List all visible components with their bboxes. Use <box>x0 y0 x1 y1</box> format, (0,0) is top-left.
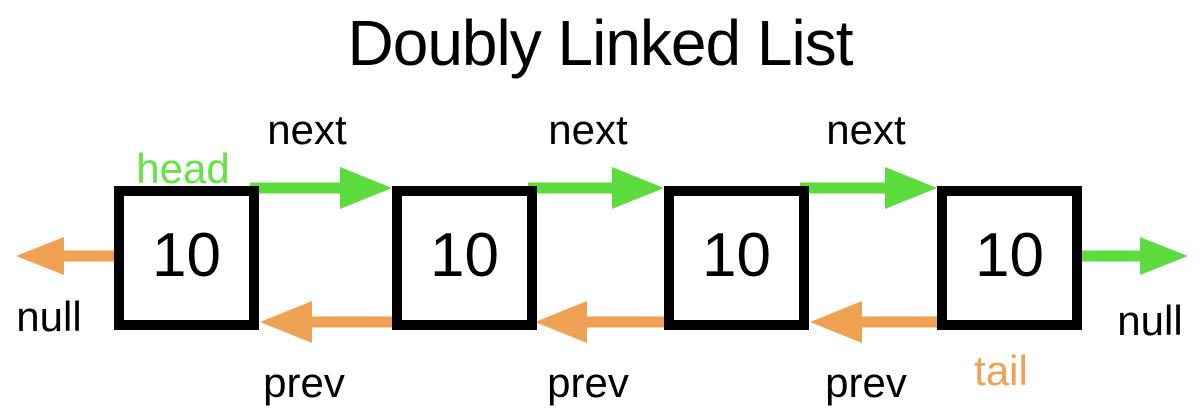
prev-arrow-head <box>260 301 312 343</box>
prev-arrow-head <box>535 301 587 343</box>
prev-label-3: prev <box>825 359 907 406</box>
null-prev-arrow-head <box>16 237 64 275</box>
prev-label-1: prev <box>263 359 345 406</box>
node-value: 10 <box>975 221 1044 290</box>
null-label-left: null <box>16 293 82 340</box>
list-node-4: 10 <box>937 186 1082 330</box>
node-value: 10 <box>702 221 771 290</box>
head-pointer-label: head <box>136 145 230 192</box>
next-arrow-head <box>612 167 664 209</box>
next-arrow-head <box>885 167 937 209</box>
tail-pointer-label: tail <box>974 347 1028 394</box>
diagram-title: Doubly Linked List <box>347 7 854 79</box>
list-node-3: 10 <box>664 186 809 330</box>
node-value: 10 <box>430 221 499 290</box>
null-label-right: null <box>1117 297 1183 344</box>
next-label-3: next <box>826 106 906 153</box>
prev-label-2: prev <box>547 359 629 406</box>
next-label-2: next <box>548 106 628 153</box>
list-node-1: 10 <box>114 186 259 330</box>
list-node-2: 10 <box>392 186 537 330</box>
null-next-arrow-head <box>1140 237 1188 275</box>
node-value: 10 <box>152 221 221 290</box>
prev-arrow-head <box>810 301 862 343</box>
next-arrow-head <box>340 167 392 209</box>
next-label-1: next <box>267 106 347 153</box>
